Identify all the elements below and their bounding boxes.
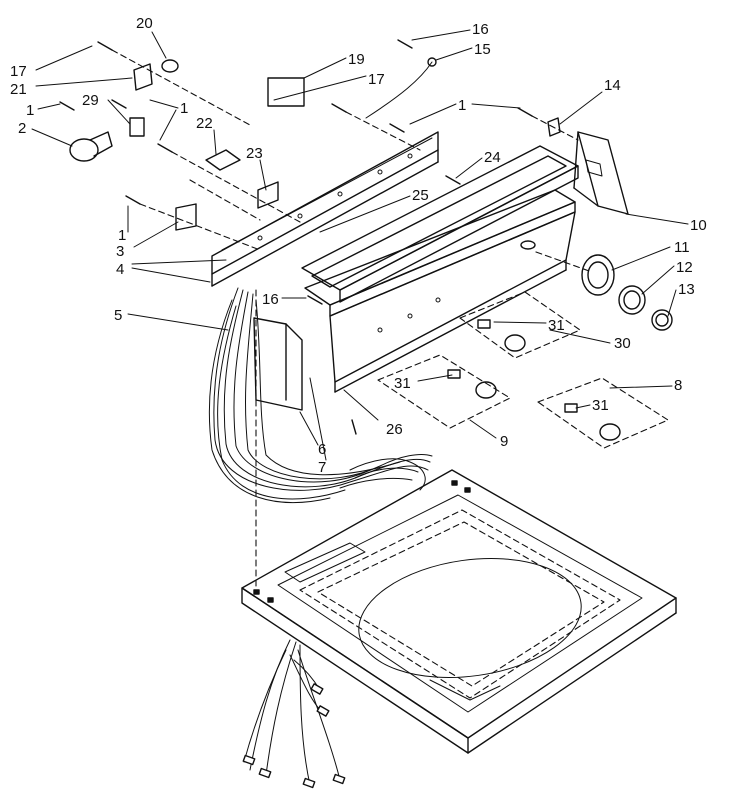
console-back-panel [211,131,439,287]
label-part-17-mid: 17 [368,71,385,88]
label-part-10: 10 [690,217,707,234]
label-part-9: 9 [500,433,508,450]
switch-box-9 [377,354,511,429]
label-part-1-mid: 1 [180,100,188,117]
label-part-12: 12 [676,259,693,276]
label-part-19: 19 [348,51,365,68]
part-labels: 17 21 1 2 20 29 1 22 23 19 17 16 15 1 14… [10,15,707,476]
small-parts [59,39,593,591]
lower-wire-harness [242,639,346,789]
label-part-1-lower: 1 [118,227,126,244]
label-part-14: 14 [604,77,621,94]
label-part-26: 26 [386,421,403,438]
label-part-22: 22 [196,115,213,132]
label-part-29: 29 [82,92,99,109]
knob-assembly [581,254,673,331]
label-part-11: 11 [674,239,690,256]
label-part-1-left: 1 [26,102,34,119]
label-part-20: 20 [136,15,153,32]
label-part-13: 13 [678,281,695,298]
control-panel-console [301,145,579,393]
label-part-23: 23 [246,145,263,162]
upper-wire-harness [208,287,433,504]
label-part-15: 15 [474,41,491,58]
label-part-6: 6 [318,441,326,458]
label-part-3: 3 [116,243,124,260]
label-part-30: 30 [614,335,631,352]
label-part-16-top: 16 [472,21,489,38]
label-part-1-right: 1 [458,97,466,114]
label-part-25: 25 [412,187,429,204]
label-part-31-right: 31 [592,397,609,414]
label-part-31-top: 31 [548,317,565,334]
callout-leaders [31,29,689,461]
label-part-5: 5 [114,307,122,324]
label-part-7: 7 [318,459,326,476]
label-part-16-mid: 16 [262,291,279,308]
label-part-4: 4 [116,261,124,278]
label-part-24: 24 [484,149,501,166]
switch-box-30 [459,291,581,359]
cabinet-top [241,469,677,754]
label-part-21: 21 [10,81,27,98]
label-part-2: 2 [18,120,26,137]
label-part-17-top: 17 [10,63,27,80]
label-part-8: 8 [674,377,682,394]
label-part-31-mid: 31 [394,375,411,392]
right-end-bracket [573,131,629,215]
